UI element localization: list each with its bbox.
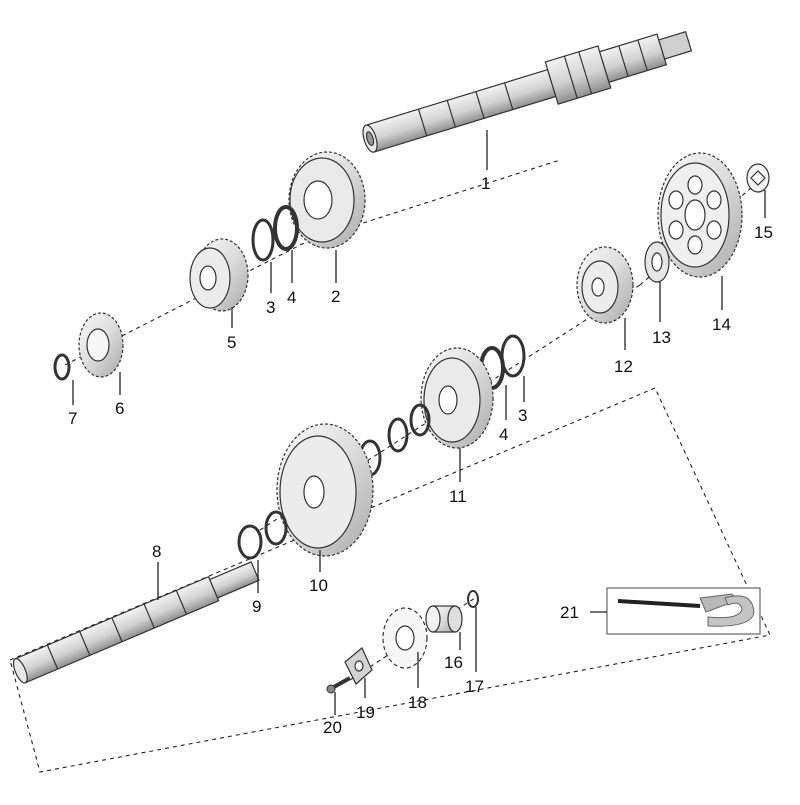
main-shaft [362,30,693,153]
callout-9: 9 [252,597,261,616]
gear-12 [576,246,634,324]
tool-21-box [606,587,761,635]
gear-11 [420,347,494,449]
callout-20: 20 [323,718,342,737]
retainer-plate-19 [344,647,373,685]
ring-between-10-11-b [387,417,409,453]
bolt-20 [326,676,351,694]
callout-2: 2 [331,287,340,306]
callout-labels: 1 2 3 4 5 6 7 8 9 10 11 3 4 12 13 14 15 … [68,174,773,737]
gear-5 [189,238,249,312]
output-shaft [12,561,260,684]
callout-5: 5 [227,333,236,352]
leader-lines [72,130,766,715]
sprocket-18 [382,607,428,669]
washer-4-upper [273,205,299,251]
callout-12: 12 [614,357,633,376]
callout-3: 3 [266,298,275,317]
ring-between-10-11-a [409,403,431,437]
callout-21: 21 [560,603,579,622]
thrust-washer-13 [644,241,670,283]
callout-6: 6 [115,399,124,418]
callout-19: 19 [356,703,375,722]
callout-14: 14 [712,315,731,334]
callout-4: 4 [287,288,296,307]
ring-near-9 [264,510,288,546]
o-ring-17 [467,590,479,608]
output-shaft-group-outline [9,387,771,773]
gear-6 [78,312,124,378]
callout-16: 16 [444,653,463,672]
callout-15: 15 [754,223,773,242]
callout-10: 10 [309,576,328,595]
washer-15 [746,163,770,193]
gear-2 [288,151,366,249]
callout-7: 7 [68,409,77,428]
callout-3b: 3 [518,406,527,425]
callout-13: 13 [652,328,671,347]
callout-4b: 4 [499,425,508,444]
washer-7 [53,353,71,381]
callout-18: 18 [408,693,427,712]
gear-14 [657,152,743,278]
gear-10 [276,423,374,557]
bush-16 [425,605,463,633]
callout-11: 11 [449,487,467,506]
circlip-9 [237,524,263,560]
callout-17: 17 [465,677,484,696]
circlip-3-upper [251,218,275,262]
circlip-3-lower [500,334,526,378]
callout-8: 8 [152,542,161,561]
callout-1: 1 [481,174,490,193]
